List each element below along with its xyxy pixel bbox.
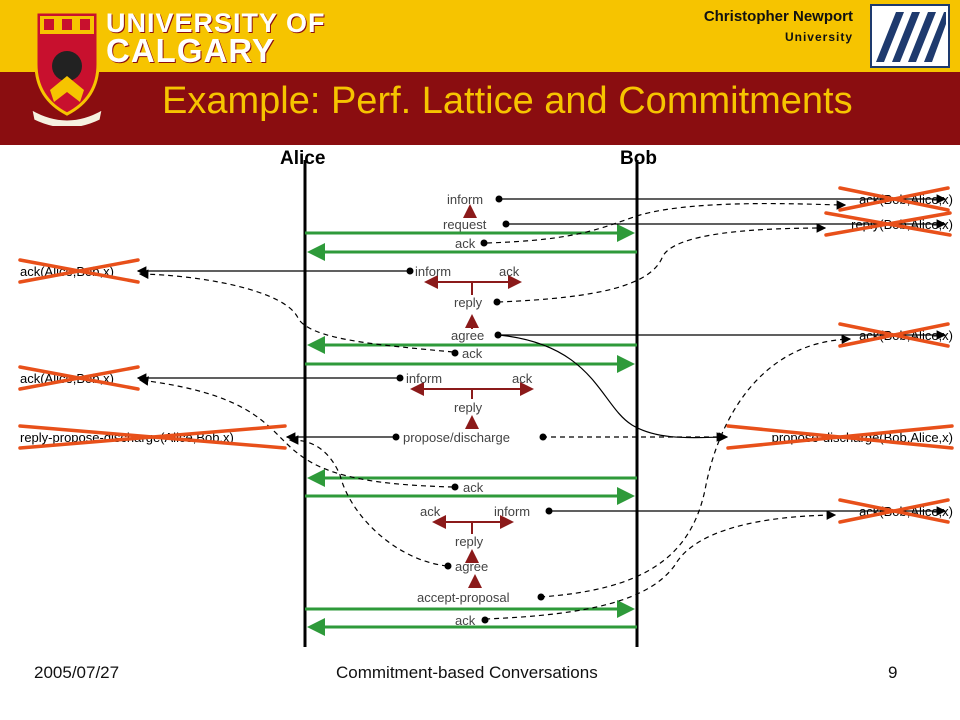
node-reply-1: reply [454,295,483,310]
university-crest-icon [31,10,103,126]
discharge-curve-1 [486,200,847,244]
node-agree-1: agree [451,328,484,343]
footer-title: Commitment-based Conversations [336,663,598,682]
node-inform-4: inform [494,504,530,519]
commit-arrow-agree-r4 [498,334,729,442]
cnu-logo-icon [870,4,950,68]
node-inform-3: inform [406,371,442,386]
node-agree-2: agree [455,559,488,574]
university-name-line1: UNIVERSITY OF [106,8,326,38]
strike-r3 [838,322,950,348]
discharge-curve-7 [539,334,852,598]
cnu-subtitle: University [784,30,853,44]
node-inform-1: inform [447,192,483,207]
node-reply-3: reply [455,534,484,549]
strike-r1 [838,186,950,212]
page-number: 9 [888,663,898,682]
strike-r5 [838,498,950,524]
header-gold-band [0,0,960,72]
discharge-curve-6 [288,435,448,567]
node-inform-2: inform [415,264,451,279]
node-accept-proposal: accept-proposal [417,590,510,605]
node-reply-2: reply [454,400,483,415]
discharge-curve-2 [497,223,827,303]
node-ack-6: ack [420,504,441,519]
node-ack-2: ack [499,264,520,279]
node-propose-discharge: propose/discharge [403,430,510,445]
lattice-arrows [410,204,534,588]
footer-date: 2005/07/27 [34,663,120,682]
node-labels: inform request ack inform ack reply agre… [403,192,533,628]
node-ack-1: ack [455,236,476,251]
alice-lane-label: Alice [280,148,325,169]
strike-l3 [18,424,287,450]
discharge-curves [138,200,852,620]
strike-r4 [726,424,954,450]
strike-l2 [18,365,140,391]
node-ack-4: ack [512,371,533,386]
performative-lattice-diagram: Alice Bob [18,148,954,647]
node-request: request [443,217,487,232]
slide-header: UNIVERSITY OF CALGARY Christopher Newpor… [0,0,960,145]
node-ack-5: ack [463,480,484,495]
strike-r2 [824,211,952,237]
node-ack-7: ack [455,613,476,628]
discharge-curve-8 [484,510,837,620]
discharge-curve-3 [138,269,454,353]
strike-l1 [18,258,140,284]
strike-marks [18,186,954,524]
node-ack-3: ack [462,346,483,361]
slide-title: Example: Perf. Lattice and Commitments [162,80,853,122]
discharge-curve-5 [138,376,454,488]
performative-nodes [392,195,553,624]
commitment-arrows [136,194,947,516]
cnu-name: Christopher Newport [703,8,853,25]
university-name-line2: CALGARY [106,32,275,69]
header-red-band [0,72,960,145]
bob-lane-label: Bob [620,148,657,169]
